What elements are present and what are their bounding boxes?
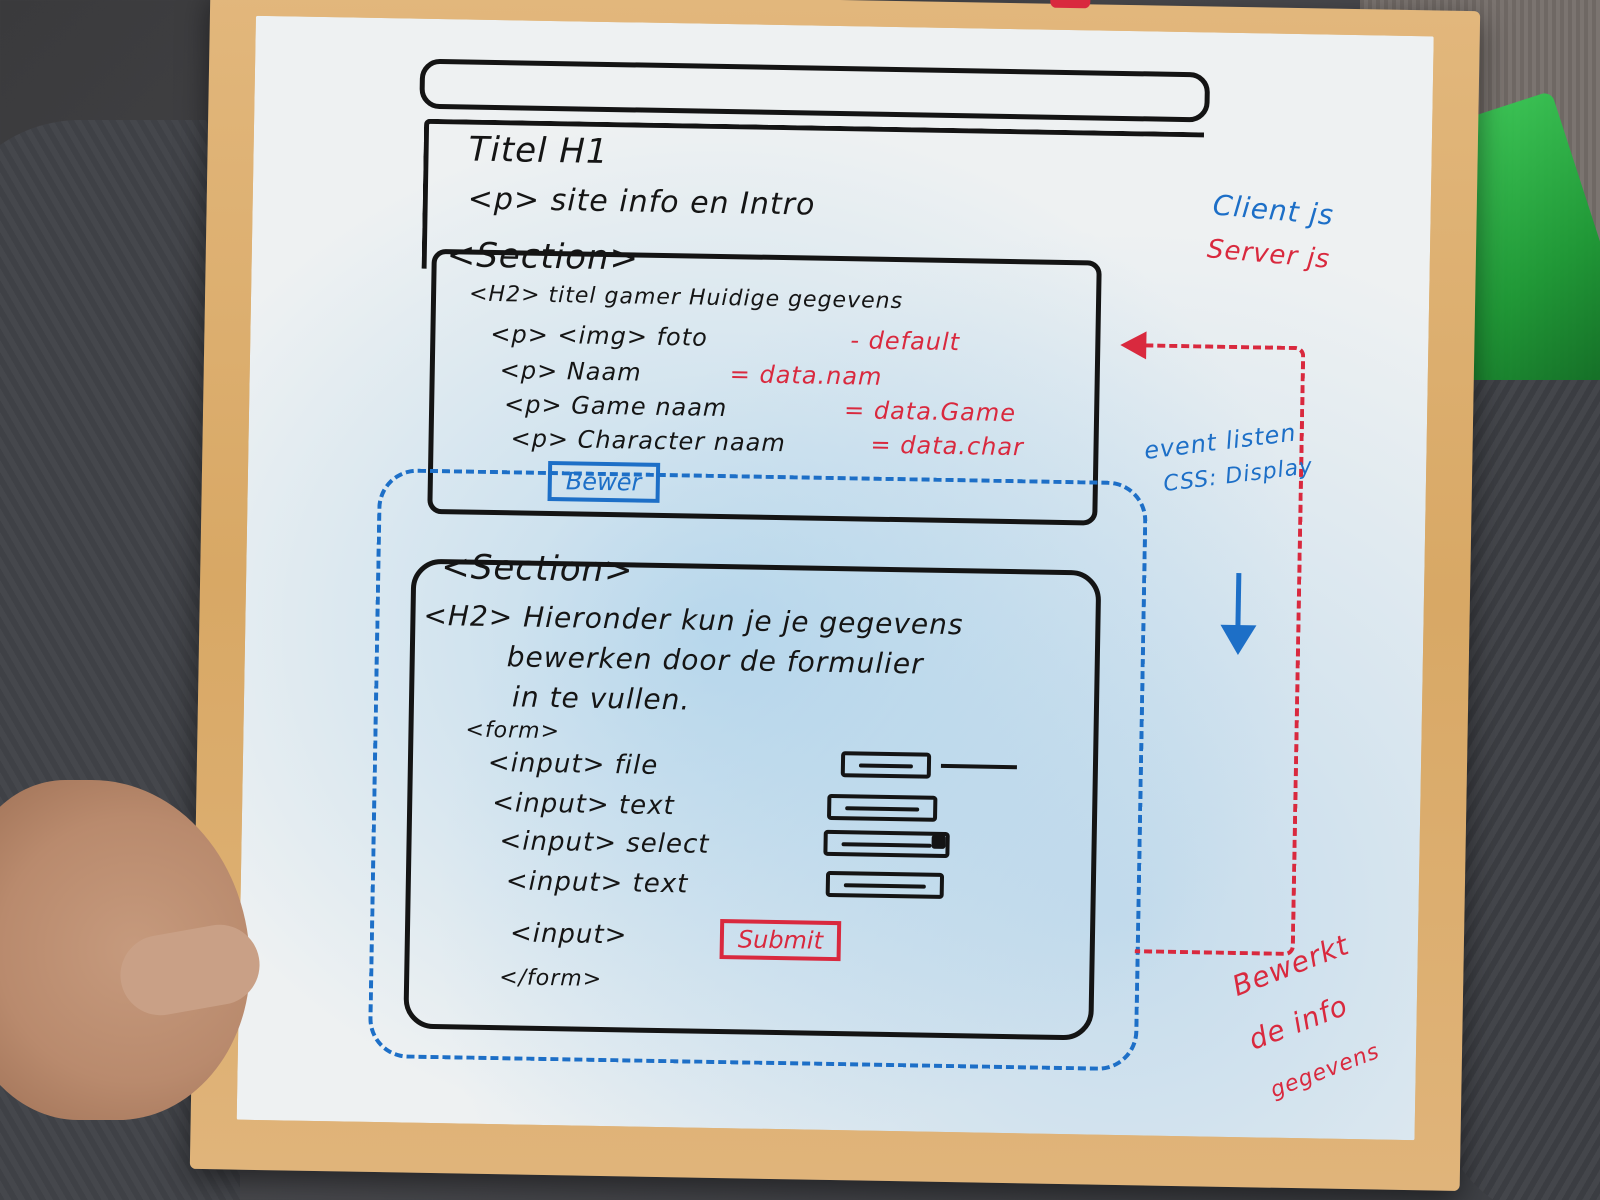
character-text-input[interactable]: [825, 870, 945, 899]
file-input-label: <input> file: [487, 747, 659, 781]
legend-client: Client js: [1211, 188, 1336, 232]
note-save-line3: gegevens: [1267, 1038, 1384, 1104]
game-line: <p> Game naam: [503, 390, 728, 423]
name-note: = data.nam: [729, 360, 883, 391]
section2-heading-line3: in te vullen.: [511, 680, 691, 717]
red-arrow-icon: [1120, 330, 1147, 360]
game-note: = data.Game: [843, 396, 1017, 428]
form-close-tag: </form>: [498, 965, 603, 992]
red-marker-cap: [1050, 0, 1091, 9]
chevron-down-icon: [931, 834, 946, 849]
whiteboard: Titel H1 <p> site info en Intro <Section…: [236, 15, 1434, 1141]
submit-input-label: <input>: [509, 918, 628, 951]
text-input-label: <input> text: [491, 788, 675, 822]
blue-arrow-down-icon: [1219, 624, 1257, 656]
note-save-line2: de info: [1244, 988, 1353, 1057]
photo-line: <p> <img> foto: [490, 319, 709, 352]
file-input[interactable]: [840, 751, 932, 779]
legend-server: Server js: [1205, 234, 1332, 275]
character-line: <p> Character naam: [510, 424, 787, 458]
name-text-input[interactable]: [826, 793, 938, 822]
photo-note: - default: [850, 326, 961, 357]
header-bar-sketch: [419, 58, 1211, 123]
character-note: = data.char: [870, 430, 1025, 462]
page-title: Titel H1: [468, 129, 609, 172]
intro-text: <p> site info en Intro: [467, 181, 816, 223]
select-input-label: <input> select: [499, 826, 710, 860]
name-line: <p> Naam: [499, 356, 642, 387]
whiteboard-frame: Titel H1 <p> site info en Intro <Section…: [189, 0, 1481, 1191]
text-input2-label: <input> text: [505, 866, 689, 900]
blue-arrow-stem: [1235, 573, 1242, 630]
submit-button[interactable]: Submit: [719, 919, 842, 962]
form-open-tag: <form>: [465, 717, 561, 745]
